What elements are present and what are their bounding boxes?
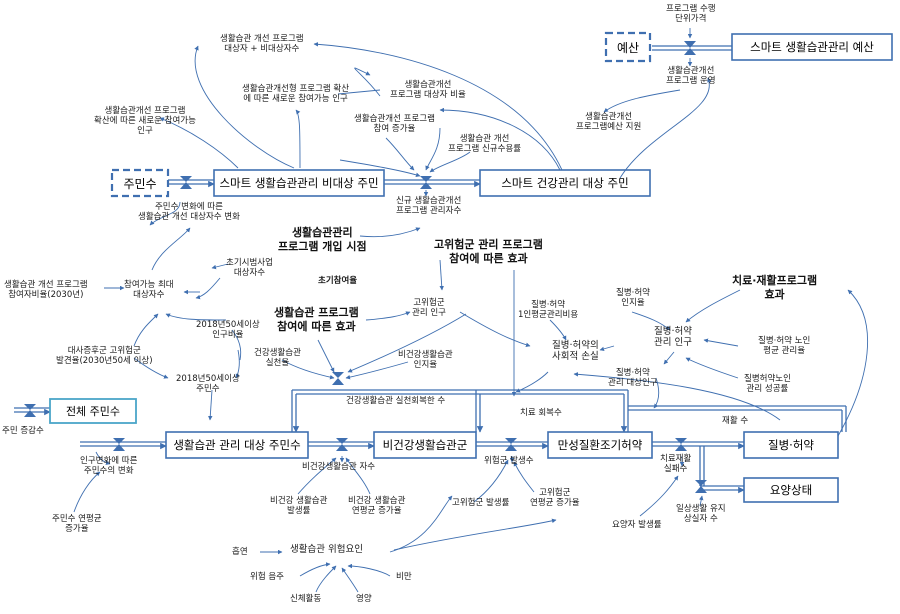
stock-nursing — [743, 477, 839, 503]
var-nutrition: 영양 — [356, 594, 372, 604]
stock-target — [479, 169, 651, 197]
var-risk-factors: 생활습관 위험요인 — [290, 544, 363, 555]
stock-non-target — [213, 169, 385, 197]
var-drinking: 위험 음주 — [250, 572, 284, 582]
nursing-label: 요양상태 — [769, 483, 813, 497]
frailty-label: 질병·허약 — [768, 438, 814, 452]
non-target-label: 스마트 생활습관관리 비대상 주민 — [219, 176, 379, 190]
var-smoking: 흡연 — [232, 547, 248, 557]
var-initial-participation: 초기참여율 — [318, 276, 358, 286]
var-obesity: 비만 — [396, 572, 412, 582]
var-treatment-recovery: 치료 회복수 — [520, 408, 562, 418]
flow-valves — [24, 41, 707, 493]
stock-residents-cloud — [110, 168, 170, 198]
stock-chronic — [547, 431, 653, 459]
residents-cloud-label: 주민수 — [123, 176, 157, 191]
stock-total-residents — [49, 398, 137, 424]
var-high-risk-incidence: 고위험군 발생률 — [452, 498, 510, 508]
stock-smart-budget — [731, 33, 893, 61]
habit-mgmt-label: 생활습관 관리 대상 주민수 — [173, 438, 301, 452]
var-resident-increase: 주민 증감수 — [2, 426, 44, 436]
target-label: 스마트 건강관리 대상 주민 — [501, 176, 629, 190]
stock-habit-mgmt — [165, 431, 309, 459]
smart-budget-label: 스마트 생활습관관리 예산 — [750, 40, 874, 54]
var-unhealthy-count: 비건강생활습관 자수 — [302, 462, 376, 472]
causal-links — [73, 28, 869, 593]
chronic-label: 만성질환조기허약 — [557, 438, 643, 452]
var-physical-activity: 신체활동 — [290, 594, 322, 604]
stock-unhealthy — [373, 431, 477, 459]
stock-frailty — [743, 431, 839, 459]
stock-budget-cloud — [604, 31, 652, 63]
total-residents-label: 전체 주민수 — [65, 405, 121, 418]
unhealthy-label: 비건강생활습관군 — [382, 438, 468, 452]
var-rehab: 재활 수 — [722, 416, 749, 426]
budget-cloud-label: 예산 — [616, 40, 640, 55]
var-healthy-recovery: 건강생활습관 실천회복한 수 — [346, 396, 446, 406]
var-nursing-incidence: 요양자 발생률 — [612, 520, 662, 530]
var-high-risk-count: 위험군 발생수 — [484, 456, 534, 466]
